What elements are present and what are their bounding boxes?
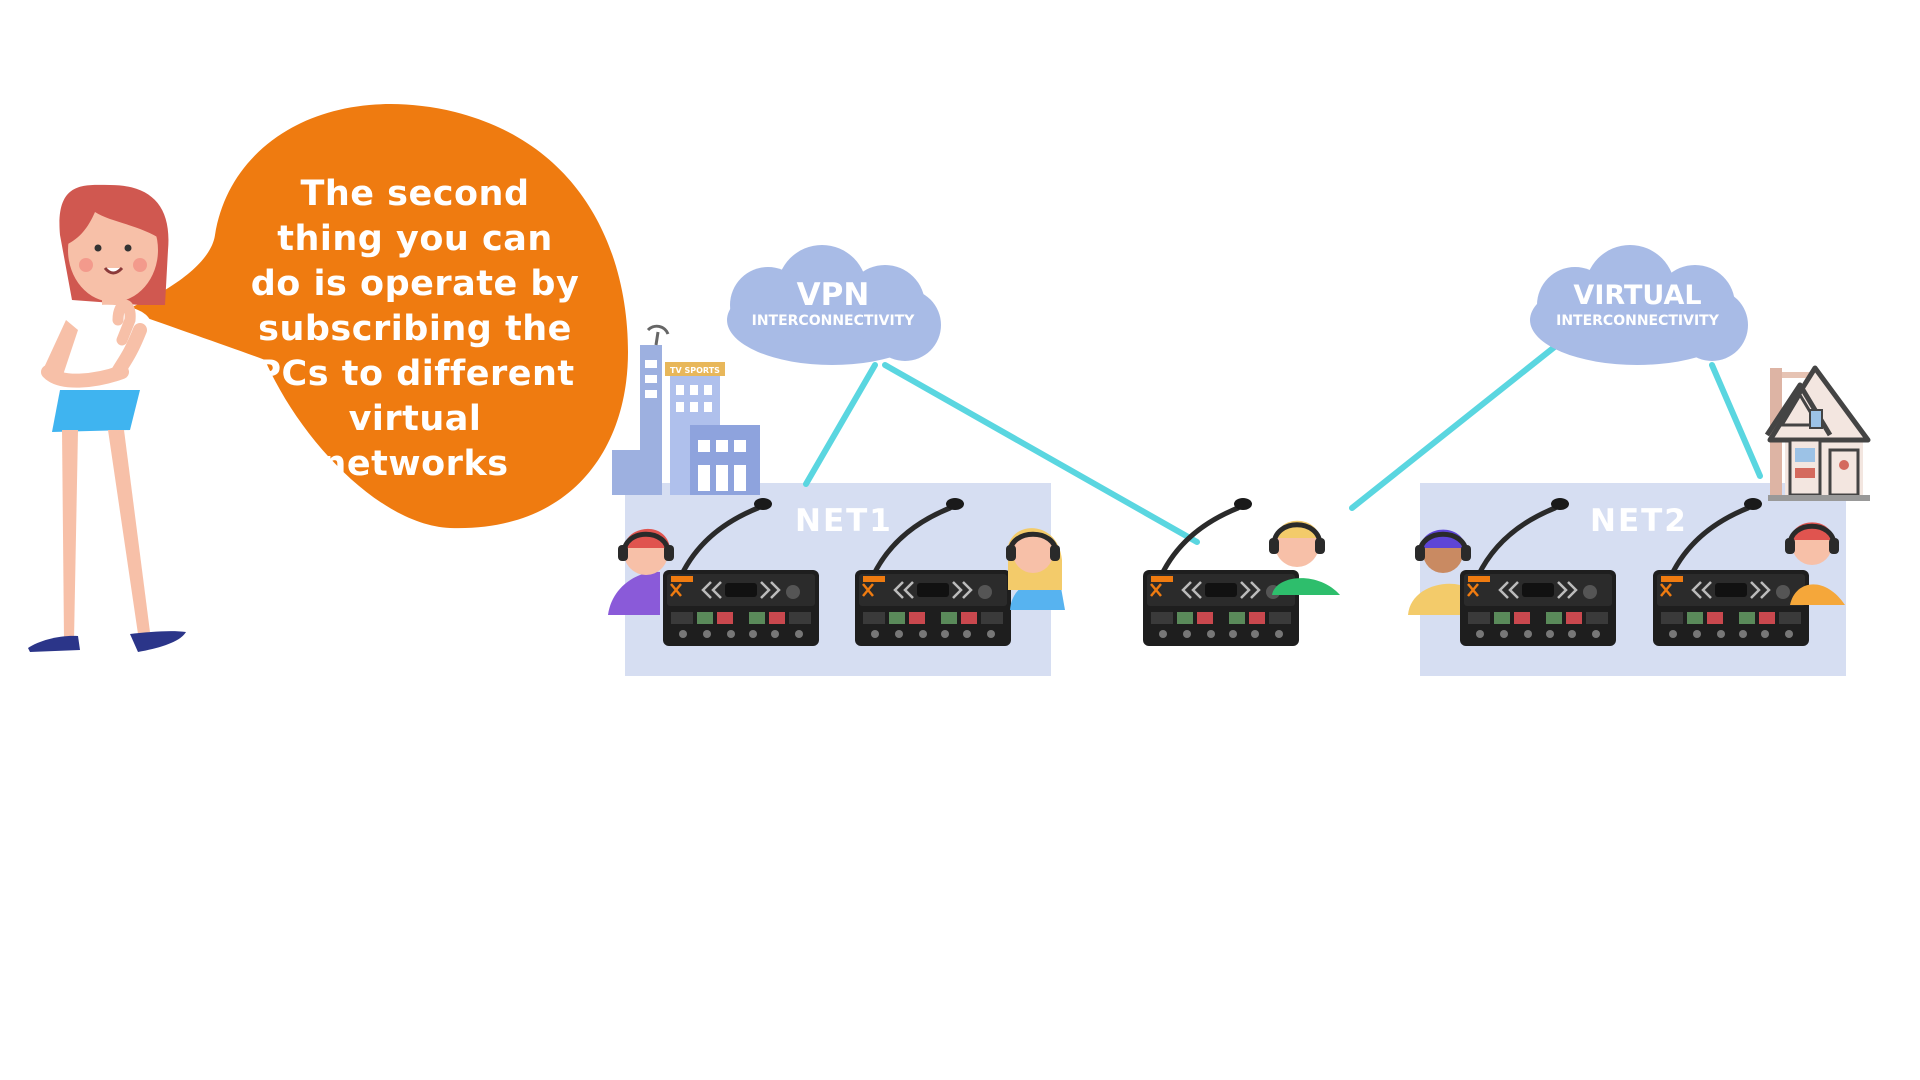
bubble-line: subscribing the bbox=[258, 309, 572, 349]
link-vpn-center bbox=[882, 362, 1200, 545]
net2-label: NET2 bbox=[1590, 503, 1688, 539]
virtual-cloud-label: VIRTUAL INTERCONNECTIVITY bbox=[1530, 280, 1745, 330]
virtual-cloud-subtitle: INTERCONNECTIVITY bbox=[1556, 313, 1719, 329]
net2-operator-avatar-icon bbox=[1408, 529, 1471, 615]
bubble-line: thing you can bbox=[277, 219, 553, 259]
virtual-cloud-icon bbox=[1530, 245, 1748, 365]
presenter-character-icon bbox=[28, 184, 186, 652]
bubble-line: The second bbox=[300, 174, 530, 214]
speech-bubble-text: The second thing you can do is operate b… bbox=[245, 172, 585, 487]
center-intercom-device-icon bbox=[1143, 498, 1299, 646]
bubble-line: networks bbox=[321, 444, 509, 484]
bubble-line: PCs to different bbox=[255, 354, 575, 394]
connection-lines bbox=[803, 342, 1763, 545]
net2-operator-2-avatar-icon bbox=[1785, 522, 1845, 605]
vpn-cloud-icon bbox=[727, 245, 941, 365]
center-operator-avatar-icon bbox=[1269, 520, 1340, 595]
link-net1-vpn bbox=[803, 362, 878, 487]
vpn-cloud-title: VPN bbox=[796, 277, 870, 313]
link-virtual-net2 bbox=[1709, 362, 1763, 479]
vpn-cloud-subtitle: INTERCONNECTIVITY bbox=[751, 313, 915, 329]
house-icon bbox=[1764, 365, 1871, 501]
net1-operator-2-avatar-icon bbox=[1006, 528, 1065, 610]
link-center-virtual bbox=[1349, 342, 1560, 511]
speech-bubble bbox=[125, 104, 628, 529]
net1-label: NET1 bbox=[795, 503, 893, 539]
bubble-line: virtual bbox=[348, 399, 482, 439]
vpn-cloud-label: VPN INTERCONNECTIVITY bbox=[728, 278, 938, 330]
bubble-line: do is operate by bbox=[250, 264, 580, 304]
net1-operator-avatar-icon bbox=[608, 528, 674, 615]
tv-station-building-icon: TV SPORTS bbox=[612, 324, 760, 495]
tv-sign-text: TV SPORTS bbox=[670, 366, 720, 375]
virtual-cloud-title: VIRTUAL bbox=[1573, 280, 1702, 311]
